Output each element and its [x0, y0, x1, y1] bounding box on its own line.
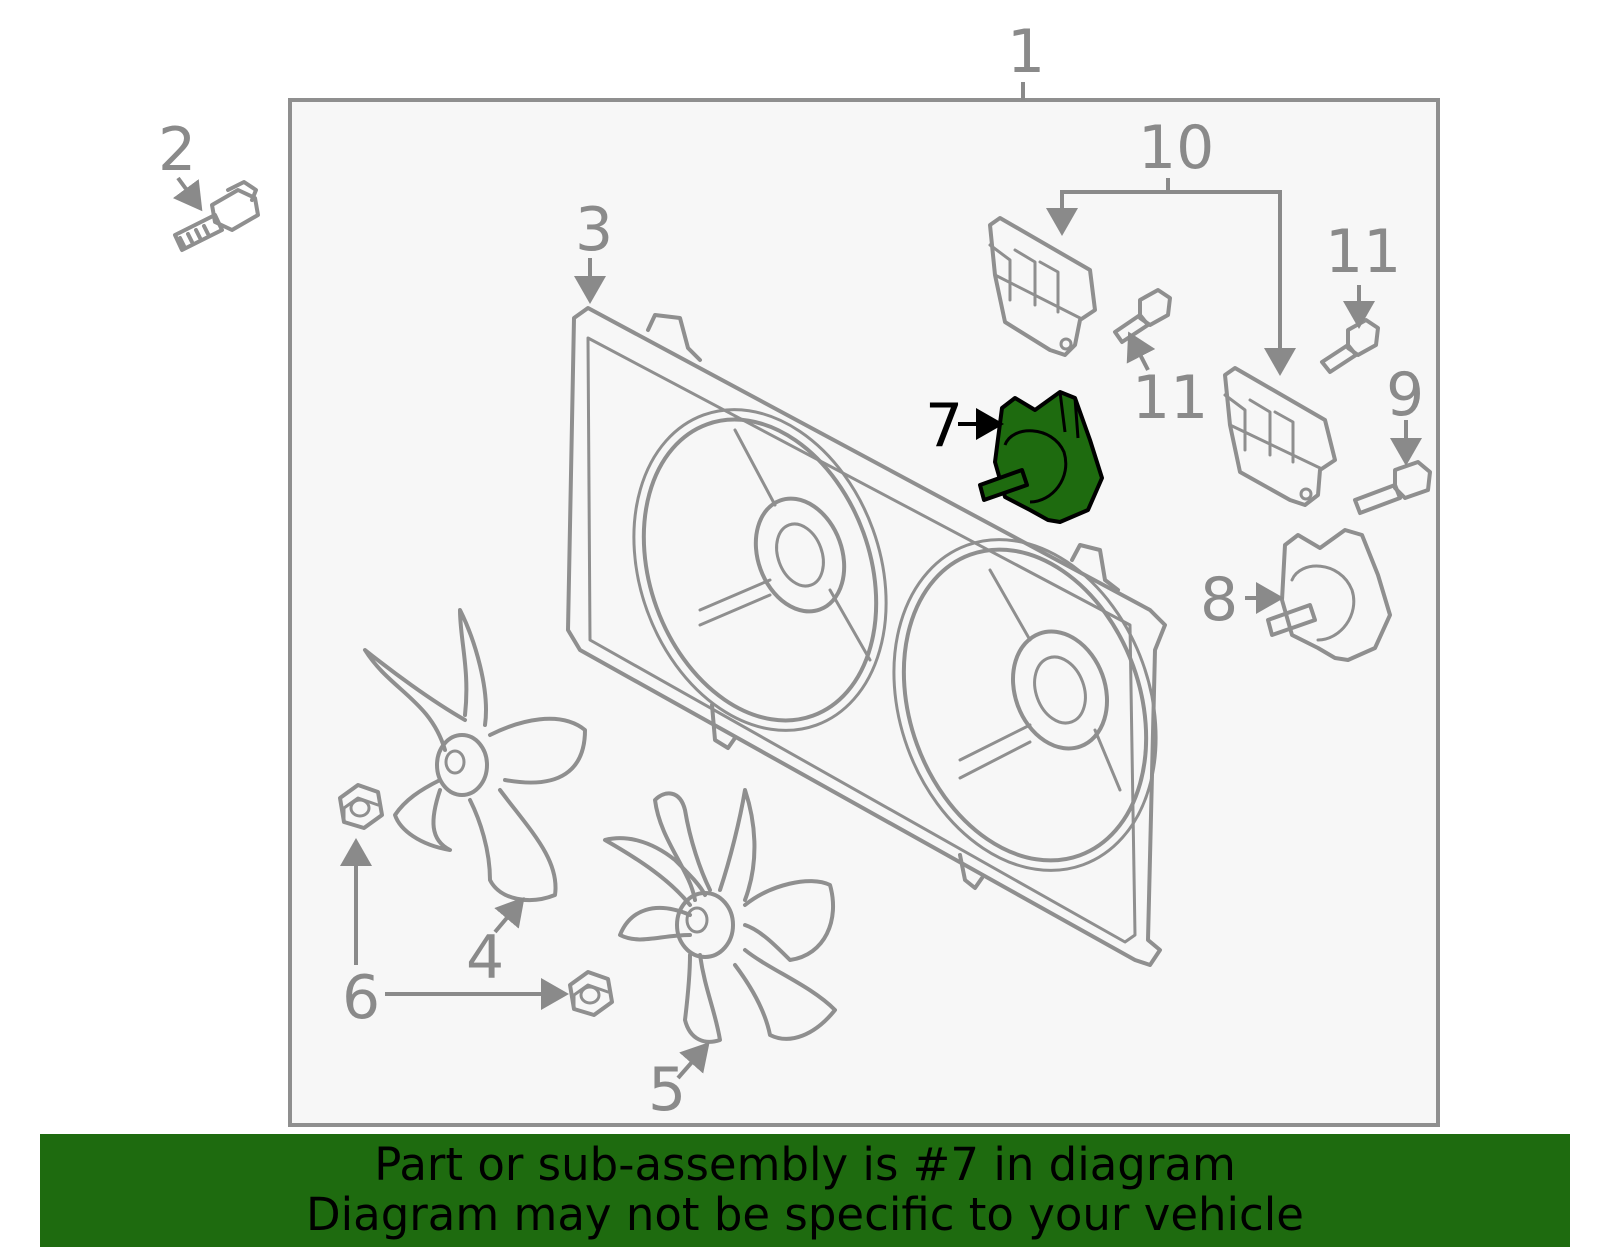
callout-9: 9: [1386, 360, 1424, 430]
banner-line-1: Part or sub-assembly is #7 in diagram: [374, 1138, 1236, 1191]
parts-diagram: 1 2 3 4 5 6 7 8 9 10 11 11: [158, 17, 1440, 1127]
callout-11b: 11: [1325, 217, 1401, 287]
callout-2: 2: [158, 115, 196, 185]
callout-4: 4: [466, 923, 504, 993]
fan-motor-part-7-highlighted: [978, 390, 1104, 524]
banner-line-2: Diagram may not be specific to your vehi…: [306, 1188, 1304, 1241]
callout-2-leader: [172, 176, 203, 212]
callout-4-leader: [493, 896, 525, 934]
callout-11a: 11: [1132, 363, 1208, 433]
resistor-module-part-10a: [988, 216, 1097, 357]
callout-8: 8: [1200, 565, 1238, 635]
callout-6: 6: [342, 963, 380, 1033]
callout-7: 7: [925, 391, 963, 461]
fan-shroud-part-3: [566, 306, 1167, 967]
assembly-box: [288, 98, 1440, 1127]
bolt-part-2: [173, 180, 260, 252]
fan-blade-part-5: [603, 788, 837, 1044]
nut-part-6b: [568, 970, 614, 1017]
fan-motor-part-8: [1266, 528, 1392, 662]
callout-1: 1: [1007, 17, 1045, 87]
notice-banner: Part or sub-assembly is #7 in diagram Di…: [40, 1134, 1570, 1247]
screw-part-11a: [1113, 288, 1172, 344]
resistor-module-part-10b: [1223, 366, 1337, 507]
callout-3: 3: [575, 195, 613, 265]
callout-11a-leader: [1126, 331, 1156, 371]
callout-5-leader: [676, 1041, 710, 1080]
nut-part-6a: [338, 783, 384, 830]
callout-5: 5: [648, 1055, 686, 1125]
callout-10: 10: [1138, 113, 1214, 183]
fan-blade-part-4: [363, 608, 587, 902]
